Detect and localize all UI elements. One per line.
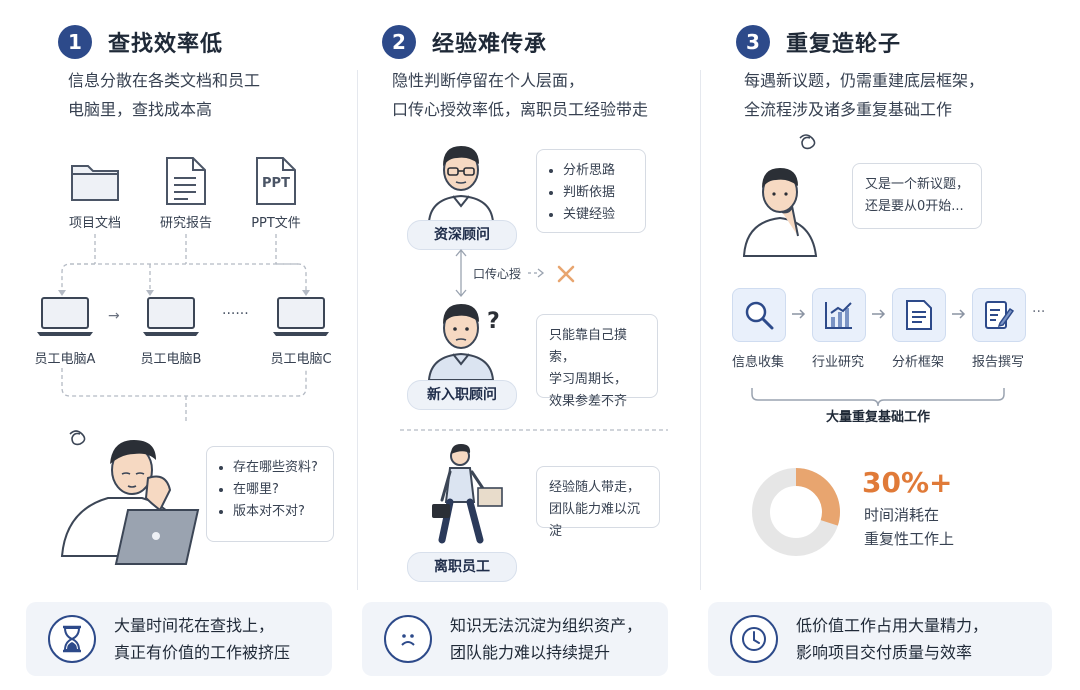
thinking-person-illustration [742,134,826,260]
card-text-line: 真正有价值的工作被挤压 [114,643,291,662]
donut-arc [752,468,840,556]
computer-label: 员工电脑A [34,352,96,367]
doc-label: 项目文档 [68,216,121,231]
ellipsis: ··· [1032,304,1046,320]
column-separator [357,70,358,590]
new-consultant-label: 新入职顾问 [407,380,517,410]
card-text-line: 大量时间花在查找上， [114,616,275,635]
report-icon [892,288,946,342]
dashed-connectors [58,234,310,424]
step-number-badge: 2 [382,25,416,59]
clock-icon [730,615,778,663]
magnifier-icon [732,288,786,342]
ellipsis: ······ [222,306,249,322]
section-title: 经验难传承 [432,32,548,57]
leaving-employee-bubble: 经验随人带走， 团队能力难以沉淀 [536,466,660,539]
card-text-line: 团队能力难以持续提升 [450,643,611,662]
thought-bubble: 又是一个新议题， 还是要从0开始... [852,163,982,229]
hourglass-icon [48,615,96,663]
sad-face-icon [384,615,432,663]
step-label: 报告撰写 [971,355,1024,370]
section-title: 重复造轮子 [786,32,902,57]
senior-consultant-label: 资深顾问 [407,220,517,250]
section-header-3: 3 重复造轮子 [736,22,901,62]
transfer-label: 口传心授 [473,267,522,281]
bracket-label: 大量重复基础工作 [825,410,930,425]
senior-consultant-avatar [425,142,497,226]
senior-knowledge-bubble: 分析思路 判断依据 关键经验 [536,149,646,233]
step-number-badge: 1 [58,25,92,59]
section-description: 隐性判断停留在个人层面， 口传心授效率低，离职员工经验带走 [392,71,649,119]
new-consultant-bubble: 只能靠自己摸索， 学习周期长， 效果参差不齐 [536,314,658,409]
ppt-file-icon: PPT [255,156,297,210]
card-text-line: 低价值工作占用大量精力， [796,616,989,635]
pen-note-icon [972,288,1026,342]
bar-chart-icon [812,288,866,342]
section-title: 查找效率低 [108,32,224,57]
leaving-employee-label: 离职员工 [407,552,517,582]
laptop-icon [36,296,94,342]
percent-value: 30%+ [862,466,953,499]
computer-label: 员工电脑B [140,352,202,367]
step-label: 行业研究 [811,355,864,370]
step-number-badge: 3 [736,25,770,59]
doc-label: PPT文件 [251,216,301,231]
section-header-2: 2 经验难传承 [382,22,547,62]
card-text-line: 影响项目交付质量与效率 [796,643,973,662]
section-description: 每遇新议题，仍需重建底层框架， 全流程涉及诸多重复基础工作 [744,71,985,119]
computer-label: 员工电脑C [270,352,332,367]
transfer-arrows [400,248,668,431]
column-separator [700,70,701,590]
summary-card-1: 大量时间花在查找上， 真正有价值的工作被挤压 [26,602,332,676]
cross-icon [556,264,576,288]
step-label: 分析框架 [891,355,944,370]
document-icon [165,156,207,210]
questions-bubble: 存在哪些资料? 在哪里? 版本对不对? [206,446,334,542]
leaving-employee-illustration [428,444,504,552]
arrow-right-icon: → [108,308,120,324]
step-label: 信息收集 [731,355,784,370]
section-header-1: 1 查找效率低 [58,22,223,62]
process-arrows [751,309,1005,407]
percent-donut [752,468,840,556]
section-description: 信息分散在各类文档和员工 电脑里，查找成本高 [68,71,261,119]
laptop-icon [272,296,330,342]
svg-text:?: ? [487,309,500,334]
percent-description: 时间消耗在 重复性工作上 [864,506,955,548]
laptop-icon [142,296,200,342]
folder-icon [70,160,120,206]
summary-card-2: 知识无法沉淀为组织资产， 团队能力难以持续提升 [362,602,668,676]
stressed-person-illustration [56,428,206,572]
new-consultant-avatar: ? [425,300,515,384]
doc-label: 研究报告 [159,216,212,231]
card-text-line: 知识无法沉淀为组织资产， [450,616,643,635]
summary-card-3: 低价值工作占用大量精力， 影响项目交付质量与效率 [708,602,1052,676]
